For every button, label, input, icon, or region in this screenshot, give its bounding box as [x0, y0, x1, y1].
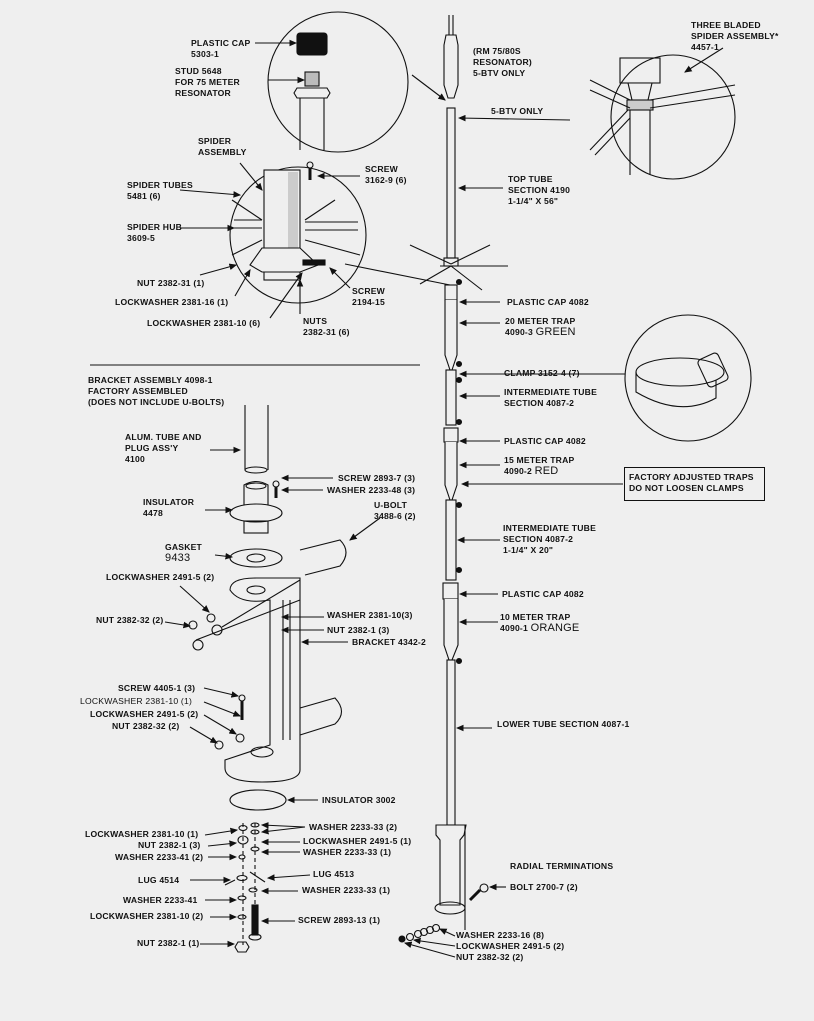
- label-lockwasher-2491-5-b: LOCKWASHER 2491-5 (2): [90, 709, 199, 719]
- bracket-assembly-drawing: [188, 405, 347, 953]
- label-lockwasher-2381-16: LOCKWASHER 2381-16 (1): [115, 297, 229, 307]
- gasket-9433: [229, 548, 283, 568]
- label-lower-tube: LOWER TUBE SECTION 4087-1: [497, 719, 630, 729]
- clamp-detail-circle: [624, 314, 752, 442]
- label-lockwasher-2491-5-radial: LOCKWASHER 2491-5 (2): [456, 941, 565, 951]
- label-screw-2893-13: SCREW 2893-13 (1): [298, 915, 381, 925]
- 15-meter-trap: [444, 442, 458, 501]
- plastic-cap-5303: [296, 32, 328, 56]
- plastic-cap-4082-3: [442, 582, 459, 600]
- label-nut-2382-31: NUT 2382-31 (1): [137, 278, 205, 288]
- label-nut-2382-1: NUT 2382-1 (3): [327, 625, 390, 635]
- 20-meter-trap: [444, 300, 458, 371]
- stud-5648: [304, 71, 320, 87]
- spider-assembly-detail-circle: [229, 161, 451, 304]
- label-lockwasher-2381-10-6: LOCKWASHER 2381-10 (6): [147, 318, 261, 328]
- label-plastic-cap-4082-3: PLASTIC CAP 4082: [502, 589, 584, 599]
- label-lockwasher-2381-10-1: LOCKWASHER 2381-10 (1): [85, 829, 199, 839]
- label-5-btv-only: 5-BTV ONLY: [491, 106, 544, 116]
- label-washer-2233-41: WASHER 2233-41: [123, 895, 198, 905]
- bracket-4342-2: [224, 577, 301, 783]
- plastic-cap-4082-2: [443, 427, 459, 443]
- label-lockwasher-2381-10-2: LOCKWASHER 2381-10 (2): [90, 911, 204, 921]
- label-washer-2233-33-2: WASHER 2233-33 (2): [309, 822, 398, 832]
- label-radial-terminations: RADIAL TERMINATIONS: [510, 861, 614, 871]
- u-bolt-top: [299, 539, 347, 576]
- label-screw-2893-7: SCREW 2893-7 (3): [338, 473, 416, 483]
- label-bracket-4342-2: BRACKET 4342-2: [352, 637, 426, 647]
- cap-stud-detail-circle: [267, 11, 446, 153]
- label-lug-4514: LUG 4514: [138, 875, 180, 885]
- label-bolt-2700-7: BOLT 2700-7 (2): [510, 882, 578, 892]
- label-lockwasher-2491-5-1: LOCKWASHER 2491-5 (1): [303, 836, 412, 846]
- insulator-3002: [229, 789, 287, 811]
- label-washer-2233-16: WASHER 2233-16 (8): [456, 930, 545, 940]
- label-nut-2382-32-radial: NUT 2382-32 (2): [456, 952, 524, 962]
- three-bladed-spider-detail-circle: [589, 47, 736, 180]
- label-washer-2381-10: WASHER 2381-10(3): [327, 610, 413, 620]
- label-nut-2382-32: NUT 2382-32 (2): [96, 615, 164, 625]
- label-lockwasher-2381-10-a: LOCKWASHER 2381-10 (1): [80, 696, 193, 706]
- label-plastic-cap-4082-2: PLASTIC CAP 4082: [504, 436, 586, 446]
- label-washer-2233-33-1a: WASHER 2233-33 (1): [303, 847, 392, 857]
- label-screw-4405-1: SCREW 4405-1 (3): [118, 683, 196, 693]
- label-washer-2233-48: WASHER 2233-48 (3): [327, 485, 416, 495]
- mast-base: [435, 824, 467, 906]
- leader-arrows: [164, 39, 625, 958]
- radial-hardware: [398, 883, 489, 943]
- plastic-cap-4082: [444, 284, 458, 301]
- label-clamp: CLAMP 3152-4 (7): [504, 368, 580, 378]
- antenna-mast: [409, 15, 508, 930]
- resonator: [443, 34, 459, 99]
- spider-radials: [409, 244, 508, 291]
- 10-meter-trap: [443, 599, 459, 661]
- label-nut-2382-1-3: NUT 2382-1 (3): [138, 840, 201, 850]
- clamps-3152-4: [455, 278, 463, 665]
- label-insulator-3002: INSULATOR 3002: [322, 795, 396, 805]
- label-lug-4513: LUG 4513: [313, 869, 355, 879]
- label-washer-2233-41-2: WASHER 2233-41 (2): [115, 852, 204, 862]
- label-washer-2233-33-1b: WASHER 2233-33 (1): [302, 885, 391, 895]
- u-bolt-bottom: [299, 697, 343, 736]
- label-plastic-cap-4082-1: PLASTIC CAP 4082: [507, 297, 589, 307]
- label-nut-2382-1-1: NUT 2382-1 (1): [137, 938, 200, 948]
- label-nut-2382-32-b: NUT 2382-32 (2): [112, 721, 180, 731]
- label-lockwasher-2491-5: LOCKWASHER 2491-5 (2): [106, 572, 215, 582]
